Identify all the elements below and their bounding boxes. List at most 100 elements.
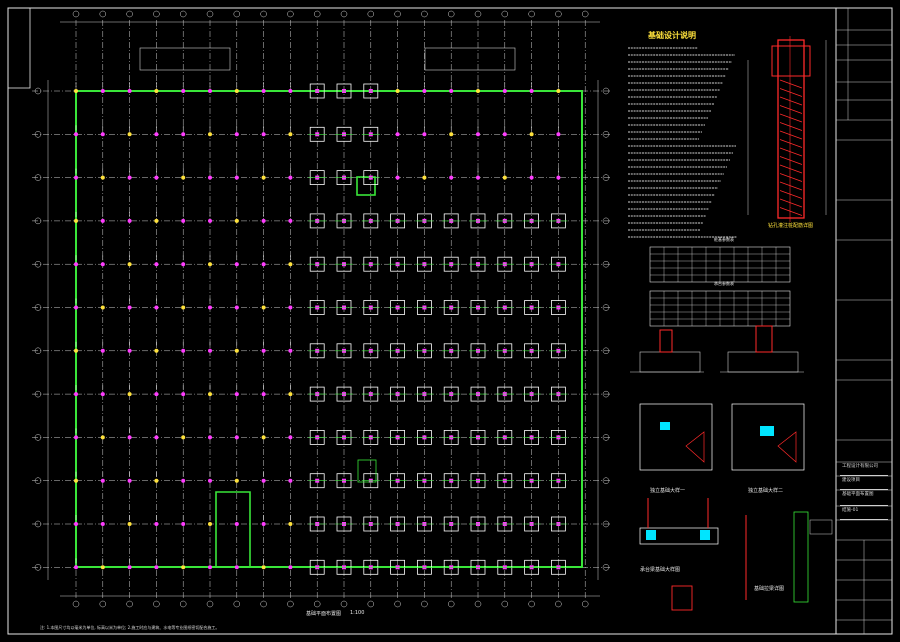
column-marker bbox=[288, 218, 293, 223]
column-marker bbox=[234, 89, 239, 93]
axis-bubble bbox=[99, 10, 107, 18]
column-marker bbox=[127, 218, 132, 223]
axis-bubble bbox=[34, 564, 42, 571]
axis-bubble bbox=[474, 10, 482, 18]
axis-bubble bbox=[34, 87, 42, 95]
column-marker bbox=[127, 478, 132, 483]
axis-bubble bbox=[501, 600, 509, 608]
column-marker bbox=[74, 305, 78, 310]
column-marker bbox=[154, 392, 159, 397]
column-marker bbox=[234, 132, 239, 137]
column-marker bbox=[154, 435, 159, 440]
plan-caption: 基础平面布置图 bbox=[306, 611, 342, 617]
pile-spiral-rebar bbox=[779, 156, 803, 165]
pile-spiral-rebar bbox=[779, 79, 803, 89]
column-marker bbox=[502, 132, 507, 137]
column-marker bbox=[288, 435, 293, 440]
axis-bubble bbox=[602, 87, 610, 95]
axis-bubble bbox=[447, 600, 455, 608]
column-marker bbox=[154, 175, 159, 180]
axis-bubble bbox=[602, 477, 610, 484]
column-marker bbox=[74, 392, 78, 397]
column-marker bbox=[154, 305, 159, 310]
column-marker bbox=[556, 175, 561, 180]
pile-spiral-rebar bbox=[779, 147, 803, 157]
column-marker bbox=[127, 175, 132, 180]
column-rebar-2 bbox=[755, 325, 773, 353]
column-marker bbox=[476, 89, 480, 93]
axis-bubble bbox=[602, 520, 610, 528]
column-marker bbox=[74, 89, 78, 93]
column-marker bbox=[154, 89, 159, 93]
rebar-hatch-1 bbox=[685, 431, 705, 463]
axis-bubble bbox=[34, 434, 42, 441]
cap-table-title: 承台参数表 bbox=[714, 281, 734, 286]
pile-spiral-rebar bbox=[779, 173, 803, 182]
column-marker bbox=[100, 348, 105, 353]
column-marker bbox=[288, 522, 293, 526]
column-marker bbox=[449, 132, 454, 137]
column-marker bbox=[261, 262, 266, 267]
column-marker bbox=[502, 175, 507, 180]
column-marker bbox=[74, 435, 78, 440]
pile-spiral-rebar bbox=[779, 190, 803, 199]
axis-bubble bbox=[602, 564, 610, 571]
column-marker bbox=[234, 218, 239, 223]
foundation-plan bbox=[74, 82, 583, 575]
column-marker bbox=[529, 89, 534, 93]
axis-bubble bbox=[99, 600, 107, 608]
pile-spiral-rebar bbox=[779, 96, 803, 106]
axis-bubble bbox=[34, 520, 42, 528]
plan-scale: 1:100 bbox=[350, 610, 365, 616]
column-marker bbox=[74, 565, 78, 570]
column-marker bbox=[476, 175, 480, 180]
axis-bubble bbox=[367, 600, 375, 608]
column-marker bbox=[154, 262, 159, 267]
footing-plan-2 bbox=[731, 403, 805, 471]
column-marker bbox=[529, 175, 534, 180]
column-marker bbox=[208, 522, 212, 526]
axis-bubble bbox=[528, 10, 535, 18]
column-marker bbox=[127, 305, 132, 310]
axis-bubble bbox=[602, 434, 610, 441]
axis-bubble bbox=[602, 390, 610, 398]
column-marker bbox=[208, 305, 212, 310]
column-marker bbox=[127, 262, 132, 267]
column-marker bbox=[208, 392, 212, 397]
axis-bubble bbox=[72, 600, 80, 608]
axis-bubble bbox=[260, 10, 267, 18]
axis-bubble bbox=[340, 600, 348, 608]
axis-bubble bbox=[287, 600, 294, 608]
column-marker bbox=[449, 89, 454, 93]
column-marker bbox=[234, 478, 239, 483]
column-marker bbox=[100, 435, 105, 440]
axis-bubble bbox=[340, 10, 348, 18]
axis-bubble bbox=[287, 10, 294, 18]
column-marker bbox=[181, 218, 186, 223]
column-marker bbox=[208, 132, 212, 137]
axis-bubble bbox=[34, 217, 42, 225]
column-marker bbox=[100, 392, 105, 397]
axis-bubble bbox=[126, 600, 133, 608]
axis-bubble bbox=[602, 174, 610, 181]
column-marker bbox=[100, 218, 105, 223]
column-marker bbox=[556, 132, 561, 137]
column-marker bbox=[476, 132, 480, 137]
axis-bubble bbox=[501, 10, 509, 18]
column-marker bbox=[288, 348, 293, 353]
column-marker bbox=[127, 348, 132, 353]
drawing-name: 基础平面布置图 bbox=[840, 490, 888, 506]
axis-bubble bbox=[72, 10, 80, 18]
pile-table-title: 桩基参数表 bbox=[714, 237, 734, 242]
column-marker bbox=[181, 348, 186, 353]
axis-bubble bbox=[34, 304, 42, 311]
column-marker bbox=[288, 392, 293, 397]
column-marker bbox=[422, 89, 427, 93]
column-marker bbox=[100, 89, 105, 93]
pile-section-caption: 钻孔灌注桩配筋详图 bbox=[768, 223, 814, 229]
axis-bubble bbox=[555, 600, 562, 608]
cap-beam-detail bbox=[639, 527, 719, 545]
pile-section-outline bbox=[777, 39, 805, 219]
title-block-info: 工程设计有限公司 建设项目 基础平面布置图 结施-01 bbox=[840, 462, 888, 522]
column-marker bbox=[127, 522, 132, 526]
